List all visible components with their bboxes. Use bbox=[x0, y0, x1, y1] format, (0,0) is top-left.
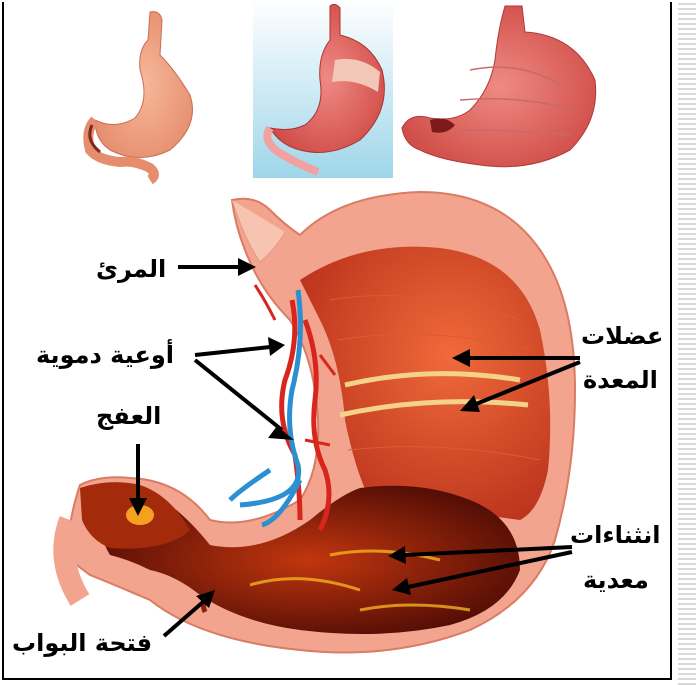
label-pyloric-opening: فتحة البواب bbox=[12, 629, 152, 657]
thumbnail-stomach-interior bbox=[402, 6, 596, 167]
label-blood-vessels: أوعية دموية bbox=[36, 341, 174, 369]
arrow-esophagus bbox=[178, 258, 256, 276]
thumbnail-stomach-layers bbox=[253, 0, 393, 178]
label-esophagus: المرئ bbox=[96, 255, 166, 283]
label-stomach-muscles-line2: المعدة bbox=[583, 366, 658, 394]
label-gastric-folds-line2: معدية bbox=[583, 566, 649, 594]
label-stomach-muscles-line1: عضلات bbox=[581, 322, 663, 350]
label-gastric-folds-line1: انثناءات bbox=[570, 521, 660, 549]
thumbnail-stomach-exterior bbox=[88, 12, 192, 180]
label-chyme: العفج bbox=[96, 402, 161, 430]
arrow-blood-vessels bbox=[195, 337, 294, 440]
